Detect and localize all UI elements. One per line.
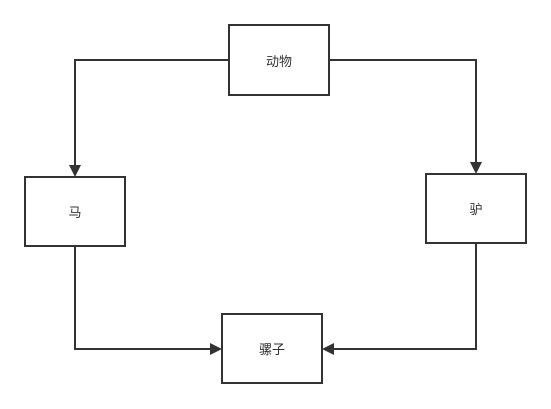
edge-animal-to-donkey <box>330 59 482 174</box>
node-horse-label: 马 <box>68 206 82 221</box>
edge-donkey-to-mule <box>322 244 477 355</box>
node-animal-label: 动物 <box>265 54 292 70</box>
node-donkey-label: 驴 <box>469 203 483 218</box>
node-mule: 骡子 <box>221 313 323 384</box>
node-donkey: 驴 <box>425 173 527 244</box>
node-horse: 马 <box>24 176 126 247</box>
edge-animal-to-horse <box>69 59 228 177</box>
node-animal: 动物 <box>228 24 330 96</box>
node-mule-label: 骡子 <box>258 343 285 358</box>
edge-horse-to-mule <box>74 247 222 355</box>
